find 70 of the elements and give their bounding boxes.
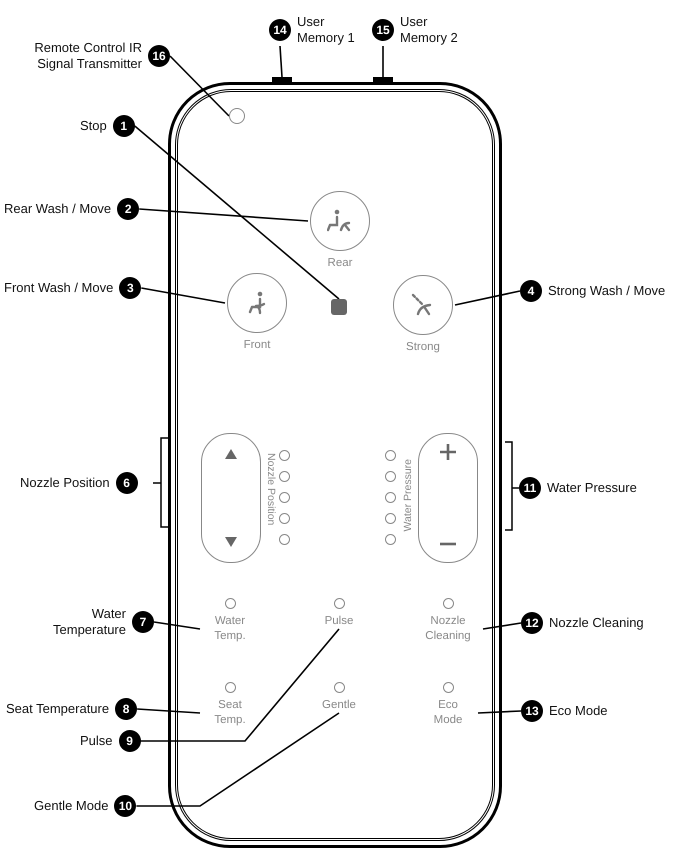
callout-label: Pulse (80, 733, 113, 749)
button-label: Gentle (321, 698, 357, 713)
callout-label: Water Temperature (52, 606, 126, 638)
sensor-window (229, 108, 245, 124)
leader-line (136, 712, 340, 807)
indicator-light (279, 450, 290, 461)
leader-line (478, 710, 522, 714)
callout-label: Seat Temperature (6, 701, 110, 717)
leader-line (482, 622, 522, 630)
callout-number: 11 (519, 477, 541, 499)
callout-number: 4 (520, 280, 542, 302)
callout-number: 2 (117, 198, 140, 220)
leader-line (382, 46, 384, 77)
callout-label: Remote Control IR Signal Transmitter (33, 40, 142, 72)
indicator-light (279, 471, 290, 482)
callout-label: User Memory 2 (400, 14, 459, 46)
callout-number: 8 (115, 698, 138, 720)
callout-label: Rear Wash / Move (4, 201, 112, 217)
leader-line (279, 46, 283, 78)
callout-label: Nozzle Cleaning (549, 615, 644, 631)
leader-line (139, 208, 308, 222)
indicator-light (385, 513, 396, 524)
callout-number: 15 (372, 19, 394, 41)
button-label: Nozzle Cleaning (424, 614, 472, 644)
leader-line (137, 708, 200, 714)
callout-number: 7 (132, 611, 154, 633)
callout-label: Strong Wash / Move (548, 283, 666, 299)
rocker-button (418, 433, 478, 563)
leader-line (169, 55, 230, 117)
callout-number: 13 (521, 700, 543, 722)
callout-label: Front Wash / Move (4, 280, 114, 296)
rocker-button (201, 433, 261, 563)
stop-button (331, 299, 347, 315)
button-label: Seat Temp. (213, 698, 247, 728)
leader-line (454, 290, 520, 306)
button-label: Pulse (324, 614, 354, 629)
indicator-light (279, 513, 290, 524)
callout-number: 1 (112, 115, 135, 137)
leader-line (140, 628, 340, 742)
callout-label: User Memory 1 (297, 14, 356, 46)
indicator-light (385, 534, 396, 545)
button-label: Eco Mode (432, 698, 464, 728)
callout-number: 14 (269, 19, 291, 41)
callout-label: Eco Mode (549, 703, 608, 719)
callout-label: Water Pressure (547, 480, 637, 496)
leader-line (154, 621, 200, 630)
callout-number: 6 (116, 472, 138, 494)
indicator-light (279, 534, 290, 545)
leader-line (134, 125, 340, 300)
button-label: Water Temp. (213, 614, 247, 644)
indicator-light (279, 492, 290, 503)
callout-label: Stop (80, 118, 107, 134)
side-button (373, 77, 393, 82)
indicator-light (385, 450, 396, 461)
side-button (272, 77, 292, 82)
callout-number: 3 (119, 277, 142, 299)
indicator-light (385, 492, 396, 503)
button-label: Strong (406, 340, 440, 355)
panel-label: Nozzle Position (265, 453, 277, 526)
leader-line (141, 287, 226, 304)
panel-label: Water Pressure (402, 459, 414, 532)
callout-label: Gentle Mode (34, 798, 108, 814)
callout-number: 9 (118, 730, 141, 752)
indicator-light (385, 471, 396, 482)
button-label: Rear (328, 256, 352, 271)
callout-number: 12 (521, 612, 543, 634)
callout-label: Nozzle Position (20, 475, 110, 491)
callout-number: 16 (148, 45, 170, 67)
button-label: Front (244, 338, 270, 353)
callout-number: 10 (114, 795, 136, 817)
